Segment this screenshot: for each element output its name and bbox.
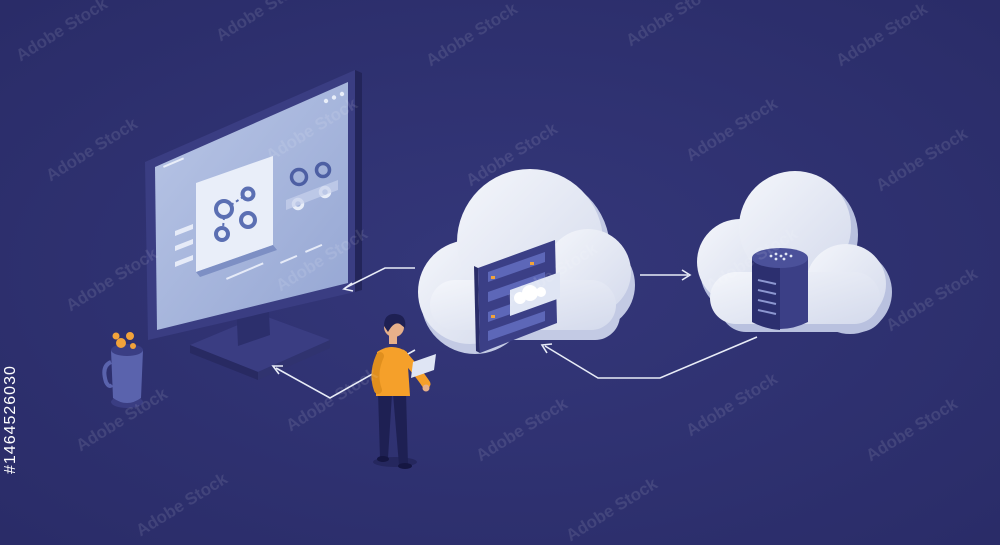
coffee-cup-icon: [102, 332, 143, 408]
person-icon: [371, 313, 436, 469]
stock-id-label: #1464526030: [2, 365, 19, 475]
database-icon: [752, 248, 808, 330]
server-rack-icon: [474, 240, 560, 353]
desktop-monitor-icon: [145, 70, 362, 380]
